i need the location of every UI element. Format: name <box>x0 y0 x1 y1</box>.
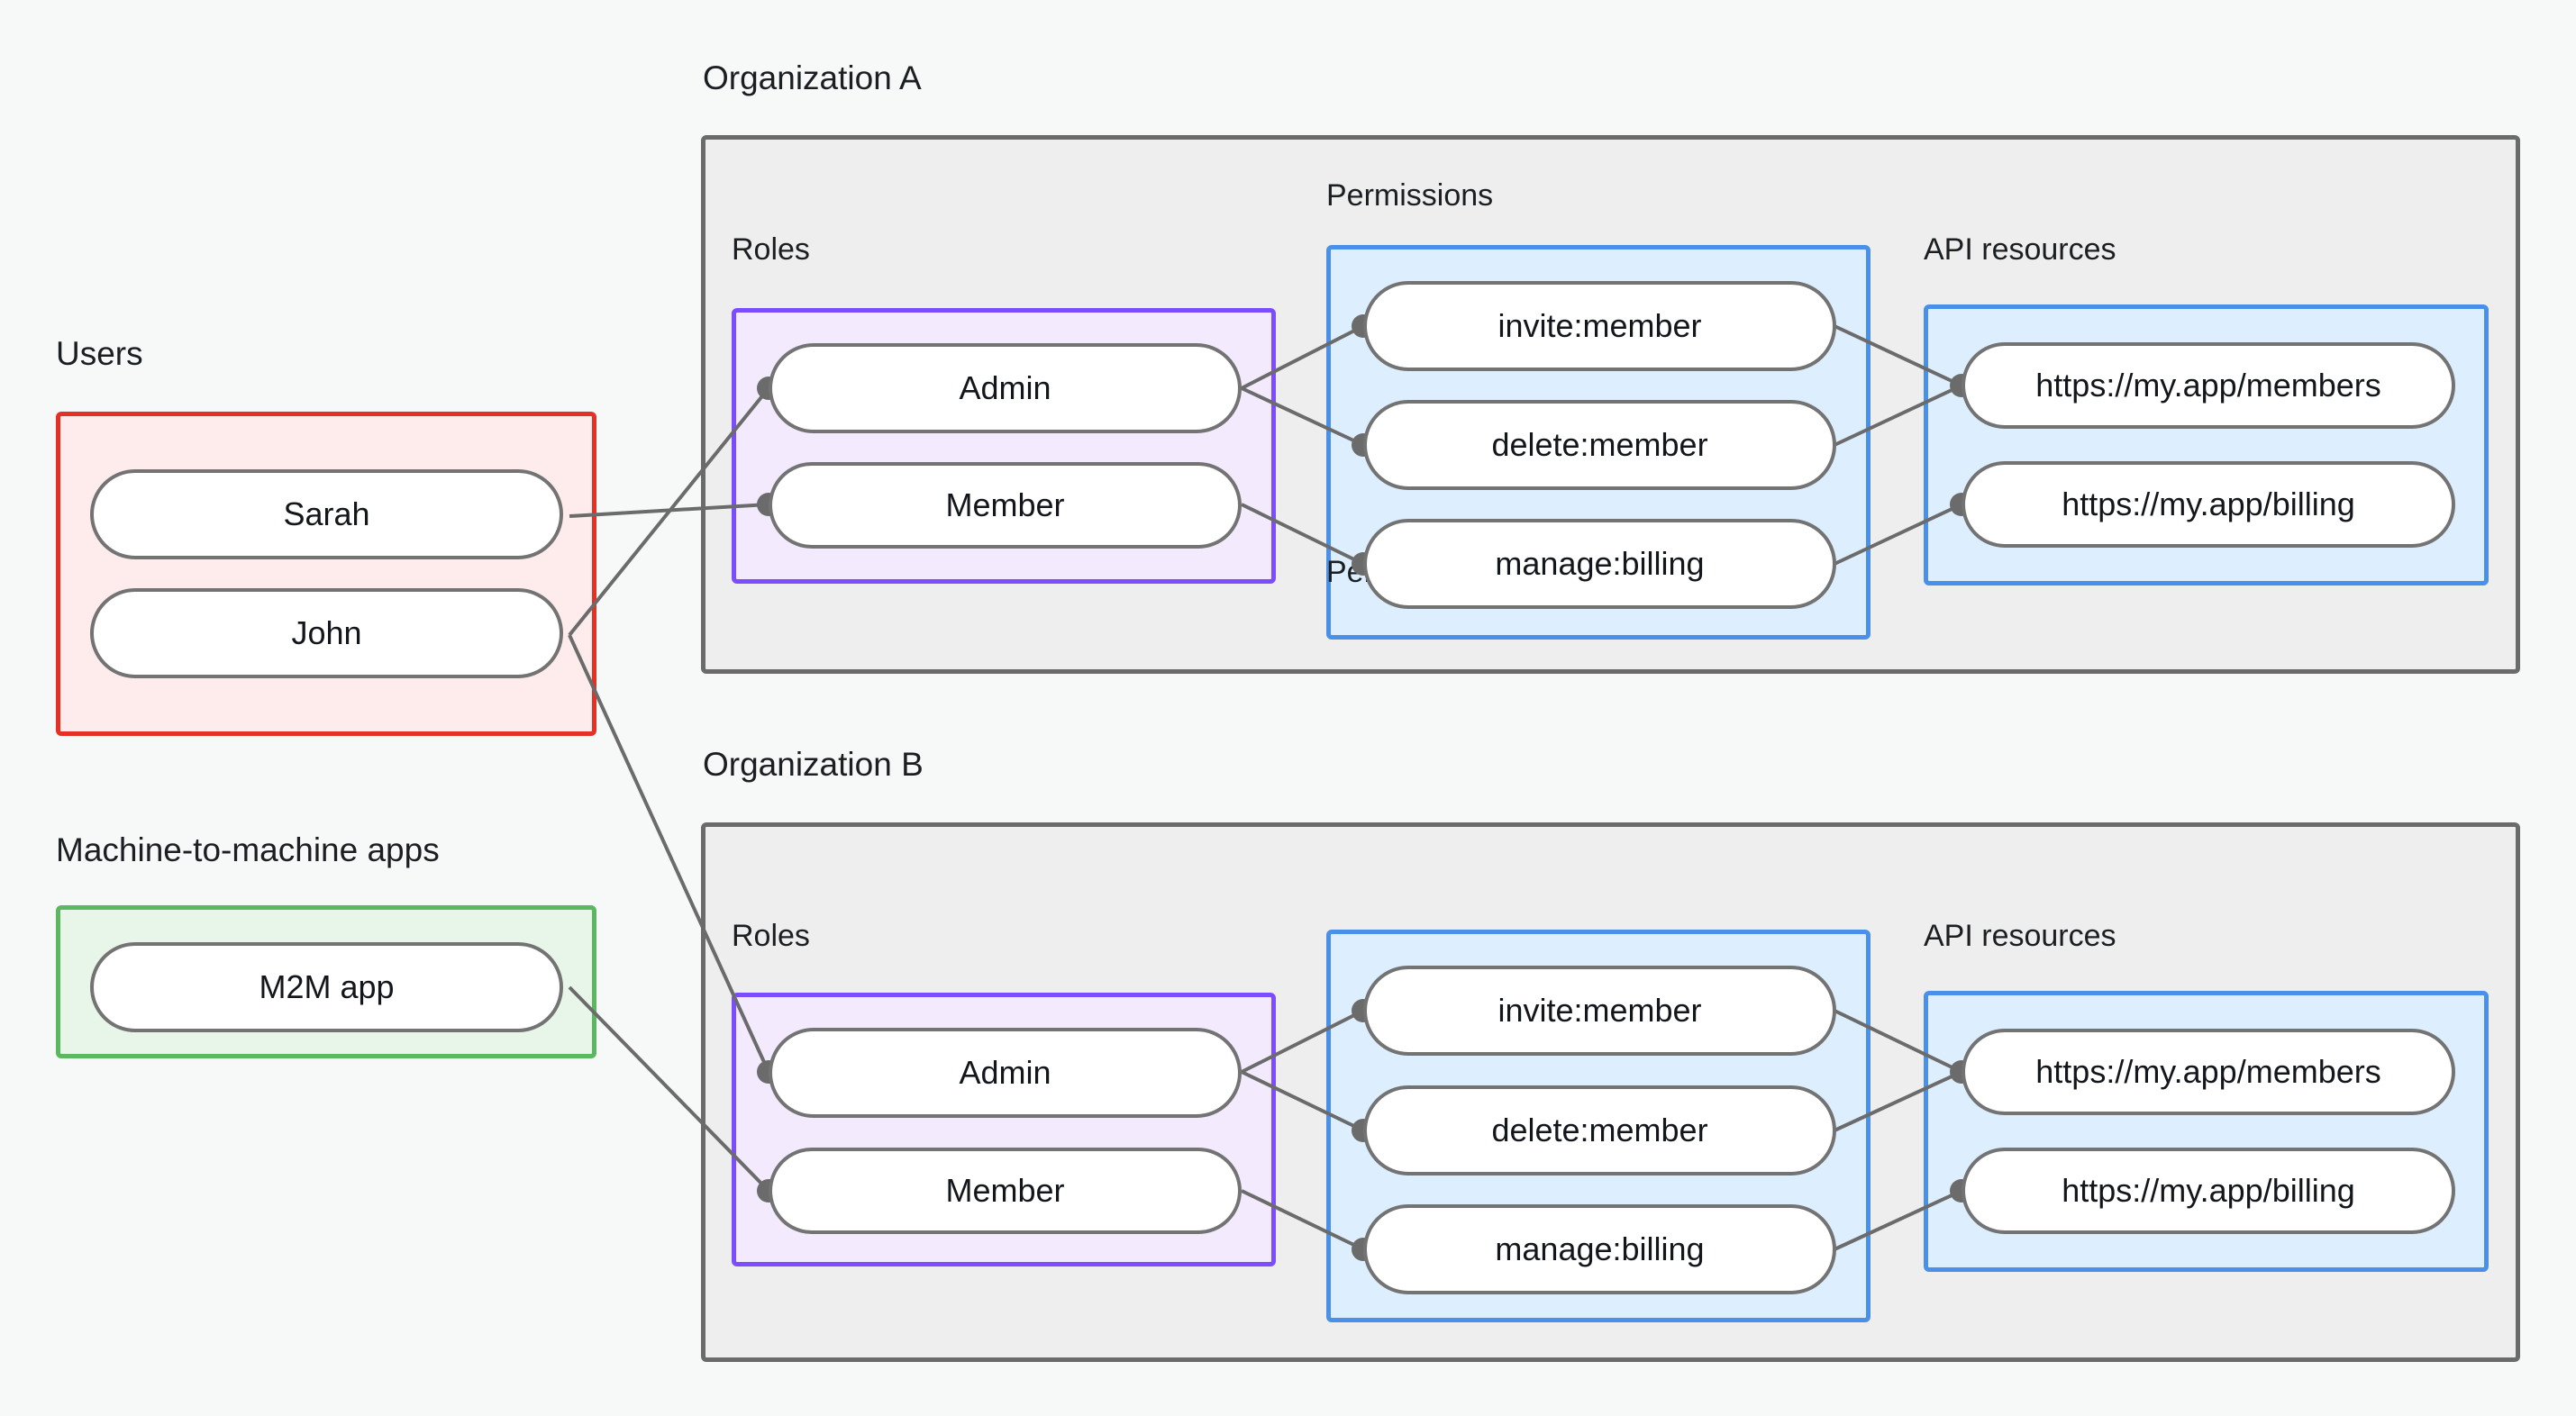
org-b-permission-pill-manage-billing[interactable]: manage:billing <box>1363 1204 1836 1294</box>
org-b-caption: Organization B <box>703 746 924 783</box>
org-b-role-pill-member[interactable]: Member <box>769 1148 1242 1234</box>
org-b-role-pill-admin[interactable]: Admin <box>769 1028 1242 1118</box>
org-a-role-pill-admin[interactable]: Admin <box>769 343 1242 433</box>
user-pill-john[interactable]: John <box>90 588 563 678</box>
users-caption: Users <box>56 335 143 372</box>
org-a-api-pill-members[interactable]: https://my.app/members <box>1962 342 2455 429</box>
org-a-permission-pill-manage-billing[interactable]: manage:billing <box>1363 519 1836 609</box>
users-group <box>56 412 596 736</box>
org-b-api-pill-billing[interactable]: https://my.app/billing <box>1962 1148 2455 1234</box>
m2m-caption: Machine-to-machine apps <box>56 831 440 868</box>
user-pill-sarah[interactable]: Sarah <box>90 469 563 559</box>
org-a-permission-pill-invite-member[interactable]: invite:member <box>1363 281 1836 371</box>
org-a-api-pill-billing[interactable]: https://my.app/billing <box>1962 461 2455 548</box>
org-a-api-caption: API resources <box>1924 232 2116 267</box>
org-b-api-pill-members[interactable]: https://my.app/members <box>1962 1029 2455 1115</box>
org-a-roles-caption: Roles <box>732 232 810 267</box>
org-b-roles-caption: Roles <box>732 919 810 953</box>
org-a-caption: Organization A <box>703 59 922 96</box>
org-b-api-caption: API resources <box>1924 919 2116 953</box>
org-a-role-pill-member[interactable]: Member <box>769 462 1242 549</box>
org-a-permission-pill-delete-member[interactable]: delete:member <box>1363 400 1836 490</box>
org-a-permissions-caption: Permissions <box>1326 178 1494 213</box>
org-b-permission-pill-delete-member[interactable]: delete:member <box>1363 1085 1836 1175</box>
org-b-permission-pill-invite-member[interactable]: invite:member <box>1363 966 1836 1056</box>
m2m-pill-app[interactable]: M2M app <box>90 942 563 1032</box>
